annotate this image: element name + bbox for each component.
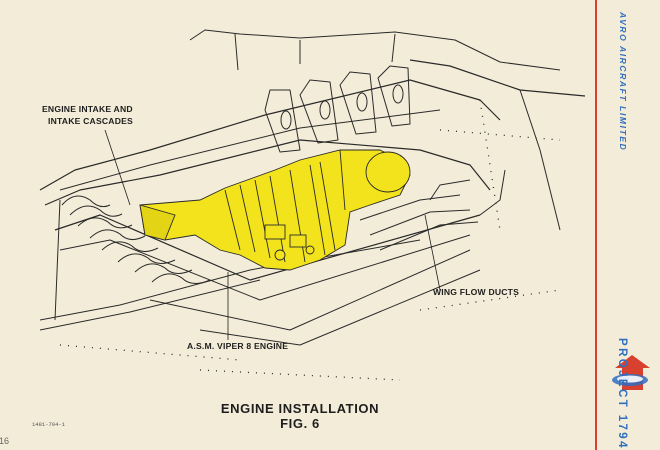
- engine-label: A.S.M. VIPER 8 ENGINE: [187, 341, 289, 351]
- company-name: AVRO AIRCRAFT LIMITED: [618, 12, 628, 152]
- page-number: 16: [0, 436, 10, 446]
- drawing-number: 1481-704-1: [32, 421, 66, 428]
- project-title: PROJECT 1794: [616, 338, 628, 450]
- wing-ducts-label: WING FLOW DUCTS: [433, 287, 520, 297]
- intake-cascades: [61, 195, 211, 284]
- frame-ribs: [264, 65, 411, 153]
- project-arrow-emblem: [612, 355, 650, 390]
- wing-flow-ducts: [359, 179, 479, 251]
- margin-rule: [595, 0, 597, 450]
- viper-engine: [139, 149, 411, 271]
- ducts-leader-line: [424, 214, 441, 291]
- caption-figure: FIG. 6: [280, 416, 320, 431]
- intake-label-line1: ENGINE INTAKE AND: [42, 104, 133, 114]
- intake-leader-line: [104, 129, 131, 206]
- caption-title: ENGINE INSTALLATION: [220, 401, 380, 416]
- intake-label-line2: INTAKE CASCADES: [48, 116, 133, 126]
